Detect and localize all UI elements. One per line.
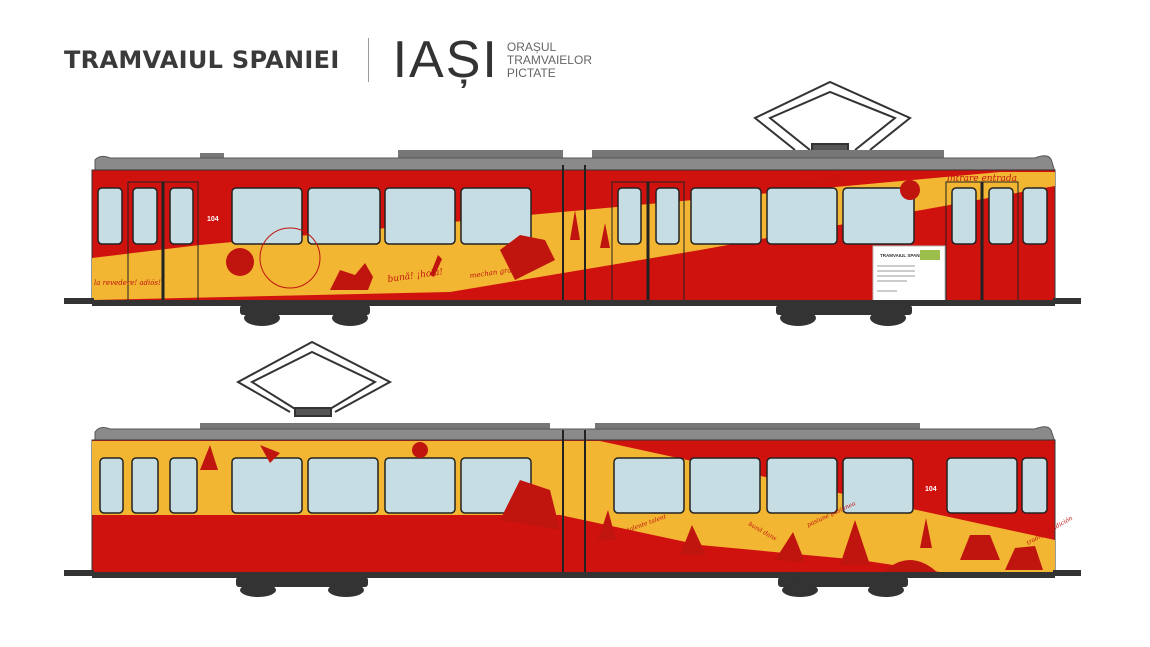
roof (94, 150, 1056, 173)
structure-lines (562, 430, 586, 578)
undercarriage (64, 570, 1081, 597)
info-panel-title: TRAMVAIUL SPANIEI (880, 253, 925, 258)
tram-number: 104 (925, 486, 937, 493)
logo-iasi: IAȘI (392, 31, 499, 89)
slogan-up: sus arriba (799, 174, 846, 189)
header-title: TRAMVAIUL SPANIEI (64, 46, 340, 74)
pantograph (235, 340, 393, 417)
tram-bottom: 104 talente talent bună dans pasiune pas… (64, 340, 1081, 597)
logo-sub-line: PICTATE (506, 65, 556, 80)
silhouettes (226, 180, 920, 290)
slogan-goodbye: la revedere! adiós! (94, 279, 161, 287)
tram-number: 104 (207, 216, 219, 223)
info-panel: TRAMVAIUL SPANIEI (872, 245, 946, 303)
windows (99, 457, 1048, 514)
undercarriage (64, 298, 1081, 326)
logo-sub-line: ORAȘUL (506, 39, 557, 54)
pantograph (753, 80, 912, 153)
tram-top: 104 la revedere! adiós! bună! ¡hola! mec… (64, 80, 1081, 326)
logo-subtitle: ORAȘUL TRAMVAIELOR PICTATE (506, 39, 592, 80)
logo-sub-line: TRAMVAIELOR (506, 52, 592, 67)
silhouettes (200, 442, 1043, 575)
windows (97, 187, 1048, 245)
header: TRAMVAIUL SPANIEI IAȘI ORAȘUL TRAMVAIELO… (64, 31, 592, 89)
roof (94, 423, 1056, 443)
slogan-entrance: intrare entrada (947, 174, 1017, 184)
header-divider (367, 38, 369, 82)
